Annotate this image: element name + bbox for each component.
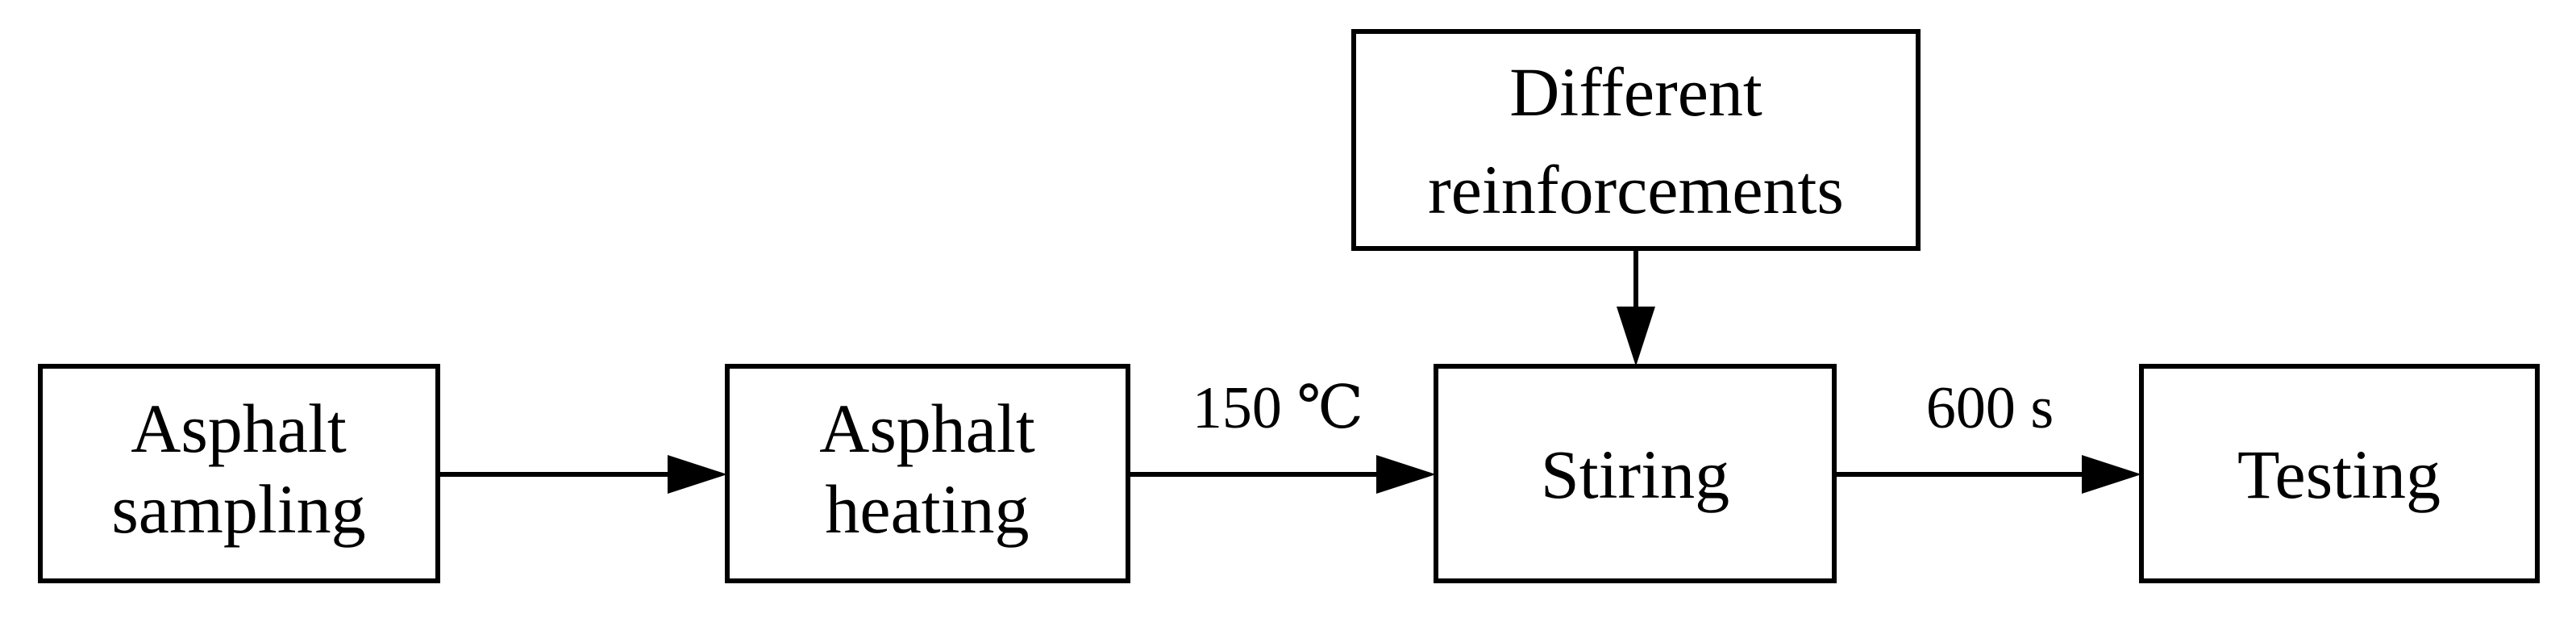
node-asphalt-heating: Asphalt heating: [725, 364, 1130, 583]
node-asphalt-sampling-line2: sampling: [111, 470, 365, 548]
node-stiring: Stiring: [1434, 364, 1837, 583]
node-different-reinforcements-line2: reinforcements: [1428, 151, 1844, 228]
node-different-reinforcements: Different reinforcements: [1351, 29, 1921, 251]
arrow-sampling-to-heating: [438, 455, 727, 494]
node-testing-label: Testing: [2237, 436, 2441, 513]
arrow-stiring-to-testing: 600 s: [1834, 375, 2141, 494]
node-asphalt-sampling: Asphalt sampling: [38, 364, 440, 583]
arrow-reinforcements-to-stiring: [1617, 248, 1655, 366]
node-different-reinforcements-line1: Different: [1509, 53, 1762, 131]
node-asphalt-heating-line2: heating: [825, 470, 1029, 548]
node-testing: Testing: [2139, 364, 2540, 583]
node-asphalt-heating-line1: Asphalt: [819, 390, 1035, 467]
arrow-stiring-to-testing-label: 600 s: [1926, 375, 2054, 441]
node-asphalt-sampling-line1: Asphalt: [131, 390, 347, 467]
node-stiring-label: Stiring: [1541, 436, 1729, 513]
arrow-heating-to-stiring: 150 ℃: [1128, 375, 1436, 494]
arrow-heating-to-stiring-label: 150 ℃: [1192, 375, 1363, 441]
